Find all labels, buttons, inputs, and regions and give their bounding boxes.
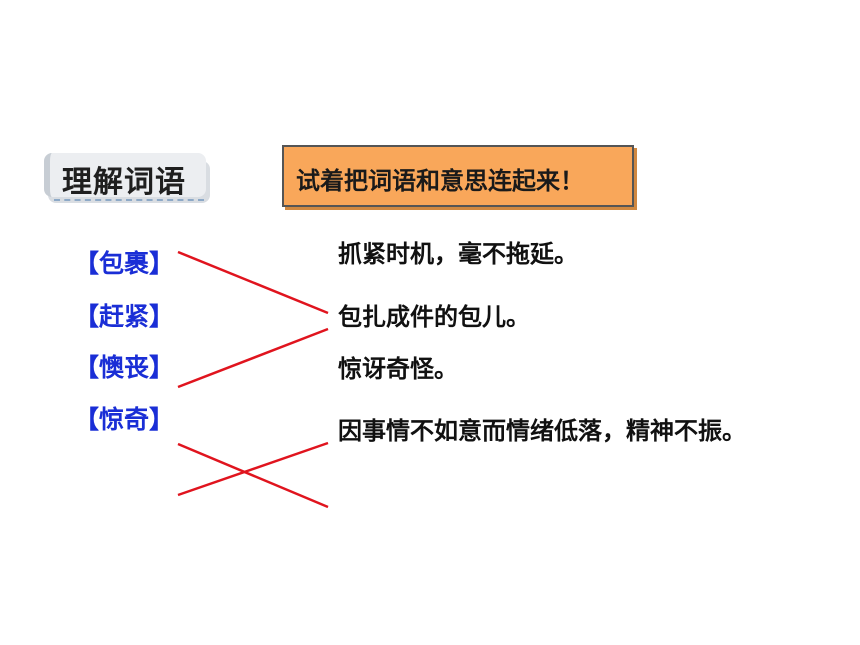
instruction-box: 试着把词语和意思连起来！ [282, 145, 634, 207]
meaning-3: 惊讶奇怪。 [338, 355, 458, 383]
term-jingqi: 【惊奇】 [74, 405, 175, 434]
match-line-jingqi [177, 441, 329, 497]
meaning-2: 包扎成件的包儿。 [338, 303, 530, 331]
meaning-4: 因事情不如意而情绪低落，精神不振。 [338, 417, 746, 445]
term-ganjin: 【赶紧】 [74, 302, 175, 331]
instruction-text: 试着把词语和意思连起来！ [296, 167, 584, 195]
term-aosang: 【懊丧】 [74, 353, 175, 382]
match-line-aosang [177, 327, 329, 389]
badge-dashed-underline [54, 199, 204, 201]
meaning-1: 抓紧时机，毫不拖延。 [338, 240, 578, 268]
section-title: 理解词语 [62, 165, 186, 200]
badge-face [44, 153, 206, 197]
match-line-ganjin [177, 442, 329, 509]
match-line-baoguo [177, 250, 329, 315]
term-baoguo: 【包裹】 [74, 249, 175, 278]
section-title-badge: 理解词语 [44, 153, 212, 205]
